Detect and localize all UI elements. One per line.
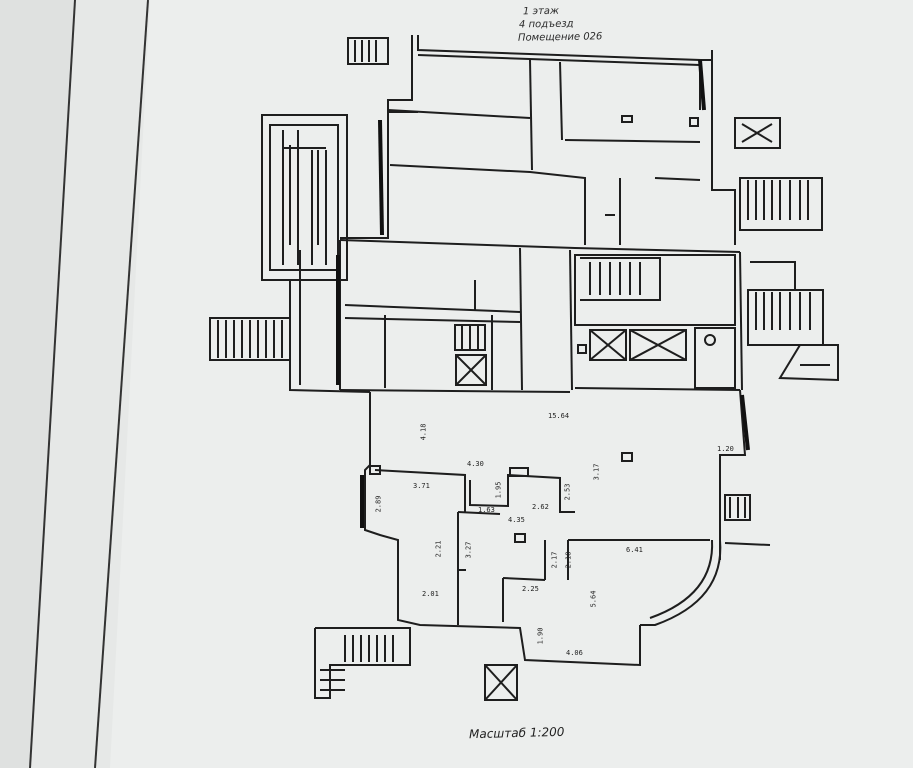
- dimension-label: 2.17: [550, 551, 559, 569]
- dimension-label: 15.64: [548, 412, 570, 420]
- dimension-label: 2.18: [564, 551, 573, 569]
- dimension-label: 2.01: [422, 590, 439, 598]
- dimension-label: 3.71: [413, 482, 430, 490]
- dimension-label: 1.20: [717, 445, 734, 453]
- floor-plan: [209, 35, 839, 701]
- page-edge-line: [29, 0, 76, 768]
- dimension-label: 2.62: [532, 503, 549, 511]
- dimension-label: 4.30: [467, 460, 484, 468]
- dimension-label: 2.25: [522, 585, 539, 593]
- dimension-label: 2.53: [563, 483, 572, 501]
- dimension-label: 1.95: [494, 481, 503, 499]
- dimension-label: 4.35: [508, 516, 525, 524]
- dimension-label: 4.18: [419, 423, 428, 441]
- dimension-label: 2.21: [434, 540, 443, 558]
- dimension-label: 1.63: [478, 506, 495, 514]
- dimension-label: 3.27: [464, 541, 473, 559]
- dimension-label: 6.41: [626, 546, 643, 554]
- dimension-label: 1.90: [536, 627, 545, 645]
- page-edge-line: [94, 0, 149, 768]
- dimension-label: 5.64: [589, 590, 598, 608]
- dimension-label: 4.06: [566, 649, 583, 657]
- dimension-label: 2.89: [374, 495, 383, 513]
- scale-label: Масштаб 1:200: [468, 724, 565, 742]
- floor-label: 1 этаж: [522, 5, 560, 18]
- dimension-label: 3.17: [592, 463, 601, 481]
- entrance-label: 4 подъезд: [518, 18, 574, 31]
- premises-label: Помещение 026: [517, 31, 603, 44]
